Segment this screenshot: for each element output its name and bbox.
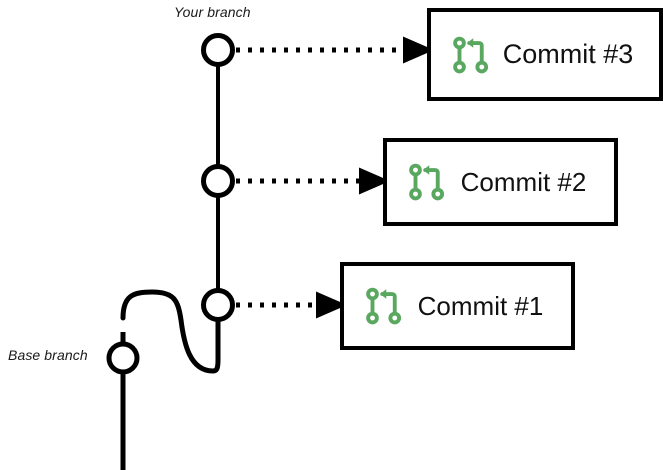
commit-2-node[interactable] xyxy=(201,164,235,198)
commit-1-label: Commit #1 xyxy=(417,290,544,321)
git-pull-request-icon xyxy=(453,36,489,73)
base-branch-label: Base branch xyxy=(8,347,88,363)
commit-box-3[interactable]: Commit #3 xyxy=(427,8,663,101)
commit-box-1[interactable]: Commit #1 xyxy=(340,262,575,350)
git-pull-request-icon xyxy=(409,163,445,201)
git-pull-request-arrowhead xyxy=(467,37,474,48)
branch-fork-curve xyxy=(120,289,221,374)
git-pull-request-arrowhead xyxy=(423,165,430,175)
commit-2-label: Commit #2 xyxy=(460,166,587,197)
your-branch-label: Your branch xyxy=(174,4,251,20)
base-commit-node[interactable] xyxy=(106,341,140,375)
git-pull-request-icon xyxy=(366,287,402,325)
commit-box-2[interactable]: Commit #2 xyxy=(383,138,618,226)
commit-3-label: Commit #3 xyxy=(502,39,634,69)
commit-1-node[interactable] xyxy=(201,288,235,322)
commit-3-node[interactable] xyxy=(201,33,235,67)
git-pull-request-arrowhead xyxy=(380,289,387,299)
